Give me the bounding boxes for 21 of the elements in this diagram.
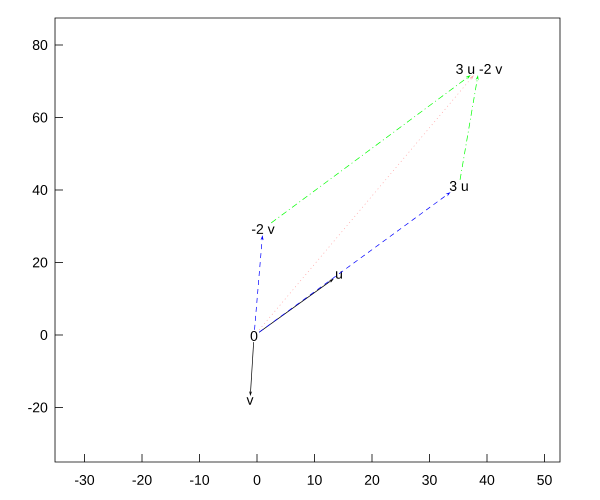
tick-label: 40 bbox=[32, 185, 48, 195]
point-label: u bbox=[336, 271, 342, 279]
tick-label: 0 bbox=[40, 330, 48, 340]
point-label: v bbox=[246, 397, 254, 405]
tick-label: 50 bbox=[537, 475, 552, 485]
tick-label: 30 bbox=[422, 475, 437, 485]
tick-label: 20 bbox=[364, 475, 380, 485]
tick-label: -10 bbox=[190, 475, 210, 485]
tick-label: -20 bbox=[28, 402, 48, 412]
tick-label: 0 bbox=[254, 475, 260, 485]
tick-label: 40 bbox=[480, 475, 494, 485]
tick-label: -20 bbox=[132, 475, 152, 485]
point-label: 3 u bbox=[450, 181, 468, 191]
point-label: 0 bbox=[250, 331, 258, 341]
tick-label: 60 bbox=[32, 112, 48, 122]
point-label: -2 v bbox=[252, 224, 275, 234]
tick-label: -30 bbox=[75, 475, 94, 485]
tick-label: 10 bbox=[308, 475, 322, 485]
tick-label: 80 bbox=[32, 40, 48, 50]
point-label: 3 u -2 v bbox=[456, 64, 502, 74]
tick-label: 20 bbox=[32, 258, 48, 268]
